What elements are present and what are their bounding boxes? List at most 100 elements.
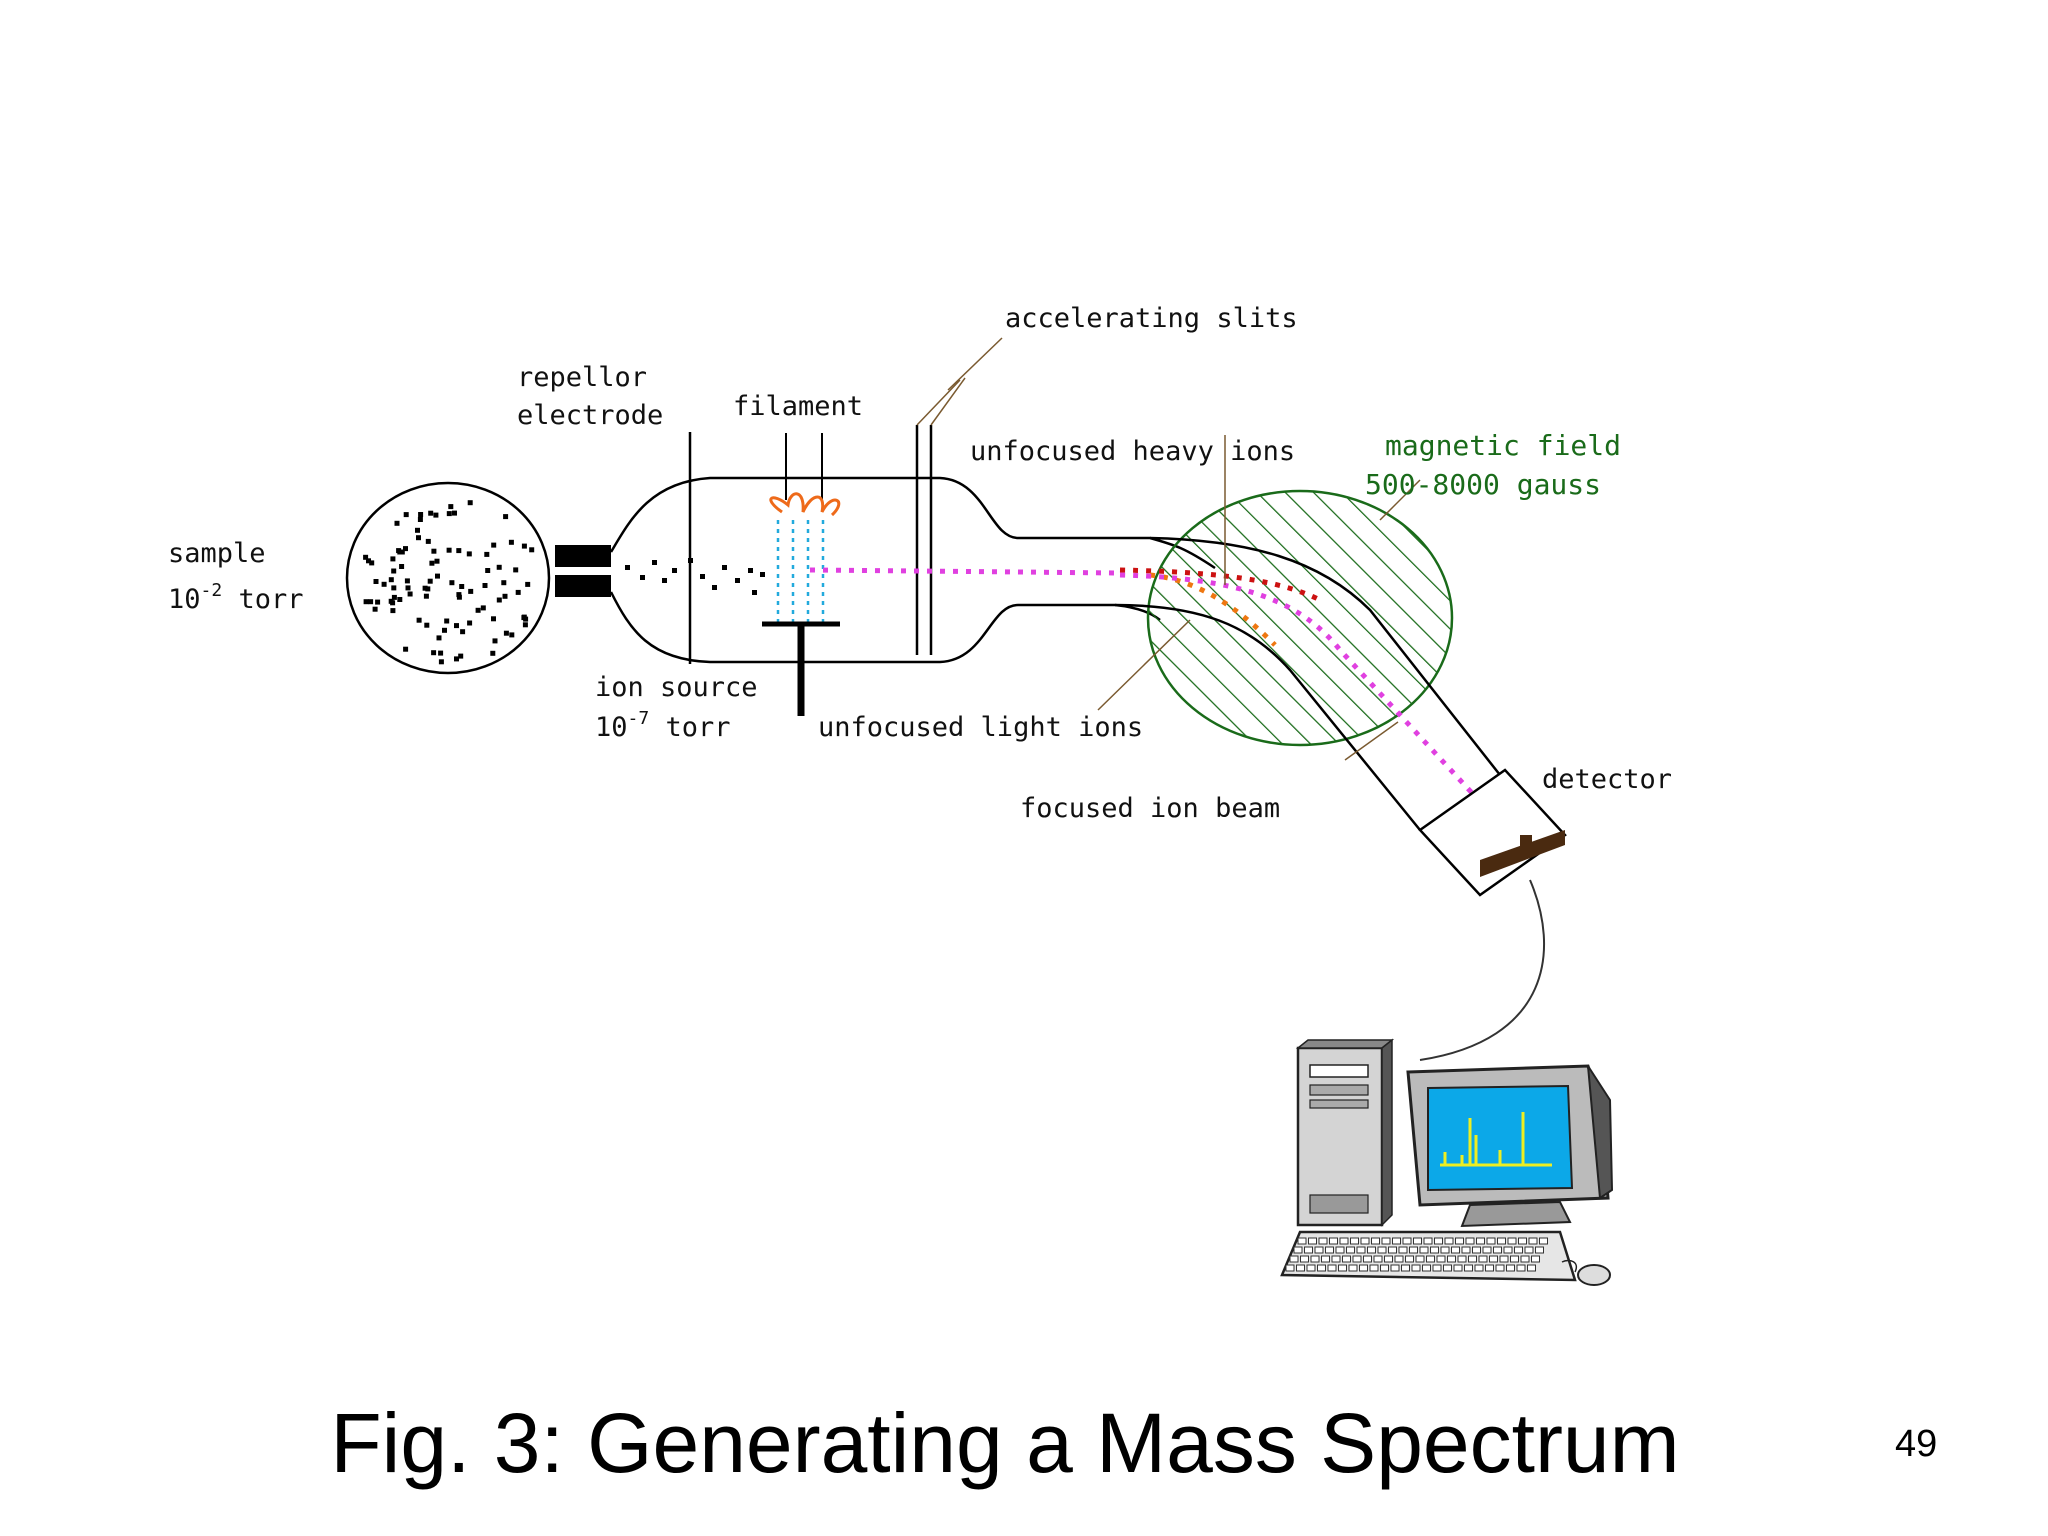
- keyboard-key: [1436, 1255, 1446, 1263]
- molecule-dot: [423, 593, 429, 599]
- molecule-dot: [525, 581, 531, 587]
- molecule-dot: [496, 564, 502, 570]
- molecule-dot: [425, 586, 431, 592]
- magnetic-field-label-line2: 500-8000 gauss: [1365, 468, 1601, 501]
- keyboard-key: [1310, 1255, 1320, 1263]
- molecule-dot: [403, 646, 409, 652]
- molecule-dot: [368, 599, 374, 605]
- flight-tube: [1114, 536, 1501, 831]
- molecule-dot: [760, 572, 765, 577]
- keyboard-key: [1325, 1246, 1334, 1254]
- molecule-dot: [381, 581, 387, 587]
- keyboard-key: [1381, 1237, 1391, 1245]
- keyboard-key: [1464, 1264, 1473, 1272]
- filament: [762, 433, 841, 716]
- molecule-dot: [459, 584, 465, 589]
- molecule-dot: [436, 635, 442, 641]
- molecule-dot: [434, 558, 440, 564]
- molecule-dot: [418, 512, 424, 517]
- keyboard-key: [1339, 1237, 1349, 1245]
- molecule-dot: [424, 622, 430, 628]
- keyboard-key: [1527, 1264, 1536, 1272]
- keyboard-key: [1476, 1237, 1485, 1245]
- detector-label: detector: [1542, 764, 1672, 795]
- focused-ion-beam-label: focused ion beam: [1020, 793, 1280, 824]
- molecule-dot: [391, 585, 397, 591]
- molecule-dot: [492, 638, 498, 644]
- keyboard-key: [1367, 1246, 1376, 1254]
- keyboard-key: [1296, 1264, 1305, 1272]
- molecule-dot: [431, 548, 437, 554]
- unfocused-heavy-ions-label: unfocused heavy ions: [970, 436, 1295, 467]
- electron-stream: [776, 520, 825, 625]
- molecule-dot: [390, 608, 396, 614]
- molecule-dot: [502, 593, 508, 599]
- unfocused-heavy-ions-path: [1119, 567, 1322, 603]
- molecule-dot: [652, 560, 657, 565]
- molecule-dot: [482, 583, 488, 588]
- molecule-dot: [662, 578, 667, 583]
- keyboard-key: [1472, 1246, 1481, 1254]
- ion-source-label: ion source: [595, 672, 758, 703]
- keyboard-key: [1390, 1264, 1400, 1272]
- keyboard-key: [1300, 1255, 1309, 1263]
- keyboard-key: [1411, 1264, 1421, 1272]
- magnetic-field-region: [1146, 489, 1454, 747]
- keyboard-key: [1444, 1237, 1454, 1245]
- molecule-dot: [490, 650, 496, 656]
- molecule-dot: [438, 659, 444, 665]
- keyboard-key: [1486, 1237, 1496, 1245]
- unfocused-light-ions-label: unfocused light ions: [818, 712, 1143, 743]
- keyboard-key: [1506, 1264, 1515, 1272]
- filament-label: filament: [733, 391, 863, 422]
- molecule-dot: [431, 650, 437, 656]
- molecule-dot: [491, 616, 496, 622]
- molecule-dot: [454, 656, 459, 662]
- sample-label: sample: [168, 538, 266, 569]
- keyboard-key: [1369, 1264, 1379, 1272]
- molecule-dot: [509, 632, 515, 638]
- molecule-dot: [405, 585, 411, 591]
- molecule-dot: [416, 617, 422, 623]
- keyboard-key: [1384, 1255, 1393, 1263]
- valve-connector: [555, 545, 611, 597]
- molecule-dot: [363, 554, 369, 560]
- keyboard-key: [1497, 1237, 1506, 1245]
- keyboard-key: [1359, 1264, 1368, 1272]
- keyboard-key: [1327, 1264, 1337, 1272]
- keyboard-key: [1419, 1246, 1429, 1254]
- keyboard-key: [1352, 1255, 1362, 1263]
- keyboard-key: [1409, 1246, 1418, 1254]
- molecule-dot: [503, 514, 509, 520]
- keyboard-key: [1482, 1246, 1492, 1254]
- molecule-dot: [403, 546, 408, 552]
- molecule-dot: [640, 575, 645, 580]
- keyboard-key: [1306, 1264, 1316, 1272]
- molecule-dot: [391, 568, 397, 574]
- keyboard-key: [1380, 1264, 1389, 1272]
- figure-caption: Fig. 3: Generating a Mass Spectrum: [330, 1396, 1680, 1490]
- molecule-dot: [452, 510, 457, 516]
- keyboard-key: [1465, 1237, 1475, 1245]
- molecule-dot: [521, 543, 527, 549]
- molecule-dot: [467, 620, 473, 626]
- keyboard-key: [1443, 1264, 1452, 1272]
- keyboard-key: [1335, 1246, 1345, 1254]
- keyboard-key: [1524, 1246, 1534, 1254]
- molecule-dot: [388, 577, 394, 583]
- molecule-dot: [480, 605, 486, 611]
- keyboard-key: [1342, 1255, 1351, 1263]
- molecule-dot: [475, 607, 481, 613]
- keyboard-key: [1392, 1237, 1401, 1245]
- keyboard-key: [1474, 1264, 1484, 1272]
- keyboard-key: [1401, 1264, 1410, 1272]
- keyboard-key: [1398, 1246, 1408, 1254]
- keyboard-key: [1447, 1255, 1456, 1263]
- detector-cable: [1419, 879, 1546, 1061]
- molecule-dot: [390, 600, 396, 606]
- keyboard-key: [1289, 1255, 1299, 1263]
- keyboard-key: [1455, 1237, 1464, 1245]
- molecule-dot: [448, 504, 454, 510]
- keyboard-key: [1426, 1255, 1435, 1263]
